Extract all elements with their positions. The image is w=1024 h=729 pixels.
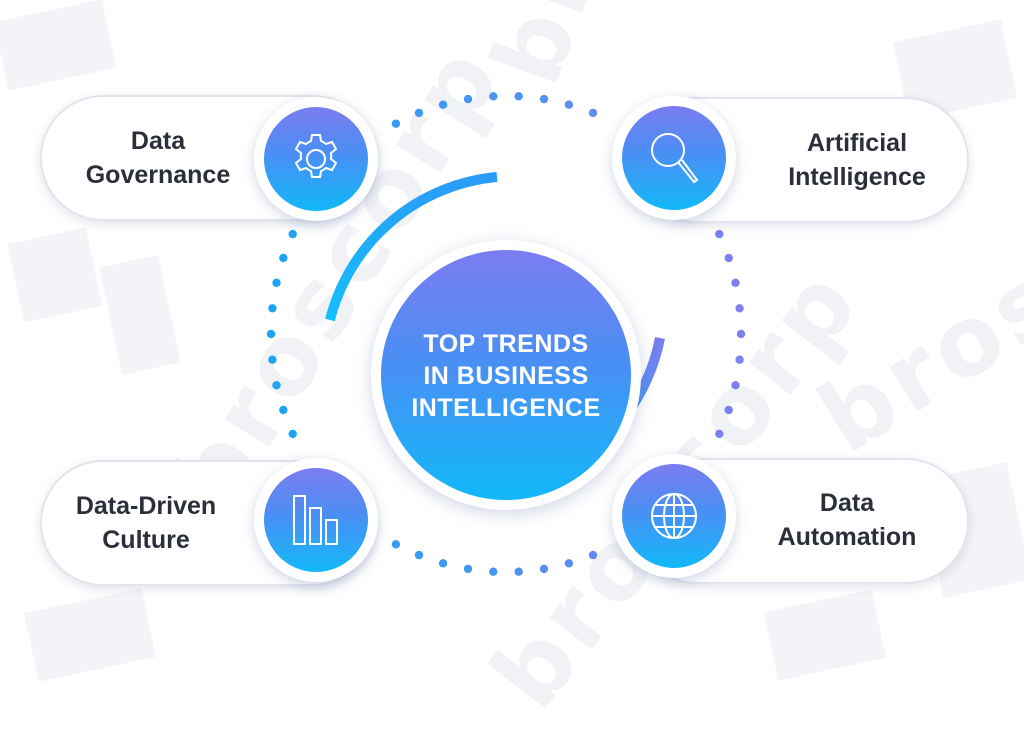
ring-dot	[438, 559, 448, 568]
ring-dot	[514, 567, 523, 576]
ring-dot	[272, 278, 281, 287]
ring-dot	[279, 405, 288, 415]
ring-dot	[715, 429, 724, 439]
globe-icon	[651, 493, 697, 539]
ring-dot	[564, 100, 574, 109]
dotted-ring	[266, 92, 746, 576]
ring-dot	[564, 559, 574, 568]
ring-dot	[736, 329, 746, 339]
ring-dot	[268, 304, 277, 313]
ring-dot	[391, 540, 401, 549]
ring-dot	[588, 108, 598, 118]
ring-dot	[514, 92, 523, 101]
ring-dot	[414, 550, 424, 560]
ring-dot	[414, 108, 424, 118]
trend-icon-badge	[254, 458, 378, 582]
ring-dot	[489, 92, 498, 101]
trend-icon-badge	[612, 454, 736, 578]
ring-dot	[724, 405, 733, 415]
ring-dot	[438, 100, 448, 109]
ring-dot	[715, 229, 724, 239]
ring-dot	[463, 94, 473, 104]
center-title: TOP TRENDS IN BUSINESS INTELLIGENCE	[411, 330, 601, 422]
ring-dot	[288, 429, 297, 439]
ring-dot	[735, 355, 744, 364]
bar-chart-icon	[293, 495, 338, 545]
ring-dot	[724, 253, 733, 263]
center-hub-fill: TOP TRENDS IN BUSINESS INTELLIGENCE	[381, 250, 631, 500]
trend-icon-badge	[254, 97, 378, 221]
center-hub: TOP TRENDS IN BUSINESS INTELLIGENCE	[371, 240, 641, 510]
ring-dot	[731, 381, 740, 390]
ring-dot	[489, 567, 498, 576]
magnifier-icon	[651, 133, 699, 184]
trend-label-data-governance: Data Governance	[85, 127, 231, 189]
ring-dot	[272, 381, 281, 390]
ring-dot	[539, 564, 549, 574]
trend-icon-badge	[612, 96, 736, 220]
watermark-shapes	[0, 0, 1024, 682]
gear-icon	[294, 134, 338, 178]
ring-dot	[731, 278, 740, 287]
ring-dot	[279, 253, 288, 263]
trend-label-data-automation: Data Automation	[777, 489, 917, 551]
ring-dot	[463, 564, 473, 574]
ring-dot	[539, 94, 549, 104]
ring-dot	[391, 119, 401, 128]
ring-dot	[735, 304, 744, 313]
trend-label-artificial-intelligence: Artificial Intelligence	[788, 129, 926, 191]
ring-dot	[268, 355, 277, 364]
ring-dot	[266, 329, 276, 339]
ring-dot	[288, 229, 297, 239]
trend-label-data-driven-culture: Data-Driven Culture	[75, 492, 217, 554]
decorative-arc-left	[325, 172, 498, 322]
ring-dot	[588, 550, 598, 560]
